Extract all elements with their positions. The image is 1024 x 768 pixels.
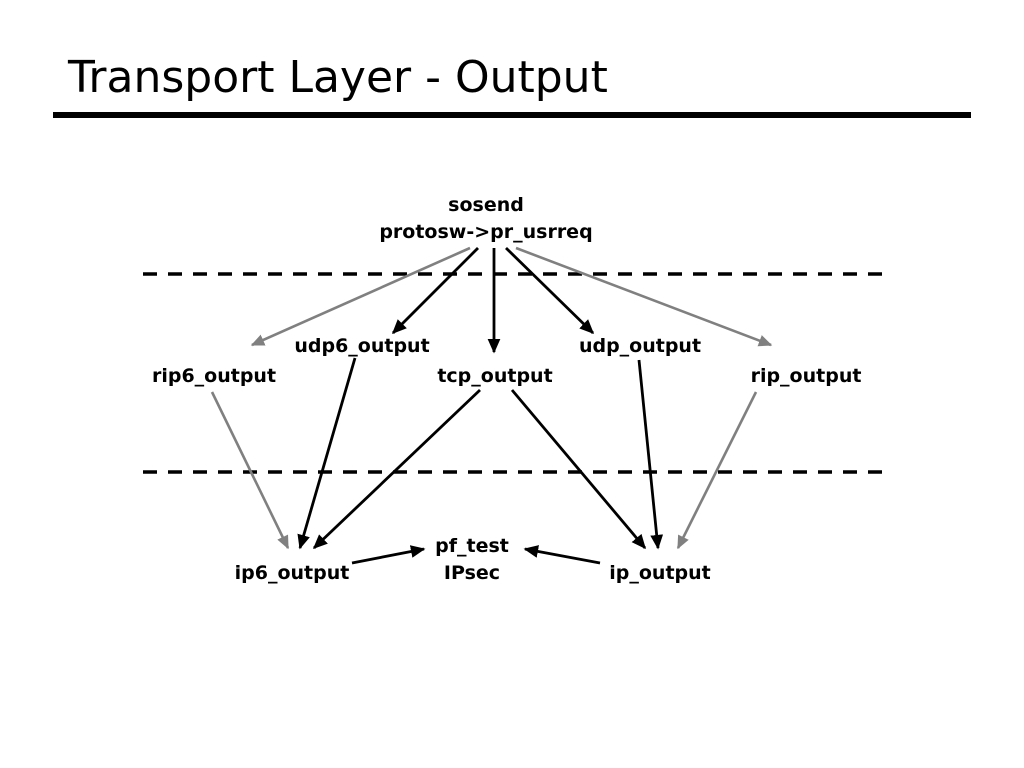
node-pf_test[interactable]: pf_test IPsec [435, 533, 509, 587]
edge-ip6_output-to-pf_test [351, 545, 426, 565]
node-sosend-line1: sosend [448, 194, 524, 216]
node-rip_output[interactable]: rip_output [750, 365, 862, 387]
node-pf_test-line2: IPsec [443, 562, 501, 584]
edge-ip_output-to-pf_test [523, 545, 601, 565]
edge-sosend-to-rip6_output [250, 246, 471, 347]
node-udp6_output[interactable]: udp6_output [294, 335, 430, 357]
edge-tcp_output-to-ip6_output [312, 388, 481, 550]
page-title: Transport Layer - Output [68, 52, 608, 103]
edge-sosend-to-udp6_output [391, 247, 479, 335]
node-ip_output[interactable]: ip_output [609, 562, 711, 584]
edge-sosend-to-udp_output [505, 246, 595, 335]
edge-rip_output-to-ip_output [676, 391, 758, 550]
title-underline-rule [53, 112, 971, 118]
edge-udp_output-to-ip_output [637, 359, 664, 550]
node-sosend[interactable]: sosend protosw->pr_usrreq [379, 192, 592, 246]
node-ip6_output[interactable]: ip6_output [234, 562, 350, 584]
edge-udp6_output-to-ip6_output [297, 357, 357, 550]
node-tcp_output[interactable]: tcp_output [437, 365, 553, 387]
node-rip6_output[interactable]: rip6_output [151, 365, 277, 387]
edge-rip6_output-to-ip6_output [210, 391, 290, 550]
edge-sosend-to-rip_output [515, 246, 773, 347]
node-udp_output[interactable]: udp_output [578, 335, 702, 357]
node-pf_test-line1: pf_test [435, 535, 509, 557]
edge-tcp_output-to-ip_output [510, 389, 647, 550]
node-sosend-line2: protosw->pr_usrreq [379, 221, 593, 243]
